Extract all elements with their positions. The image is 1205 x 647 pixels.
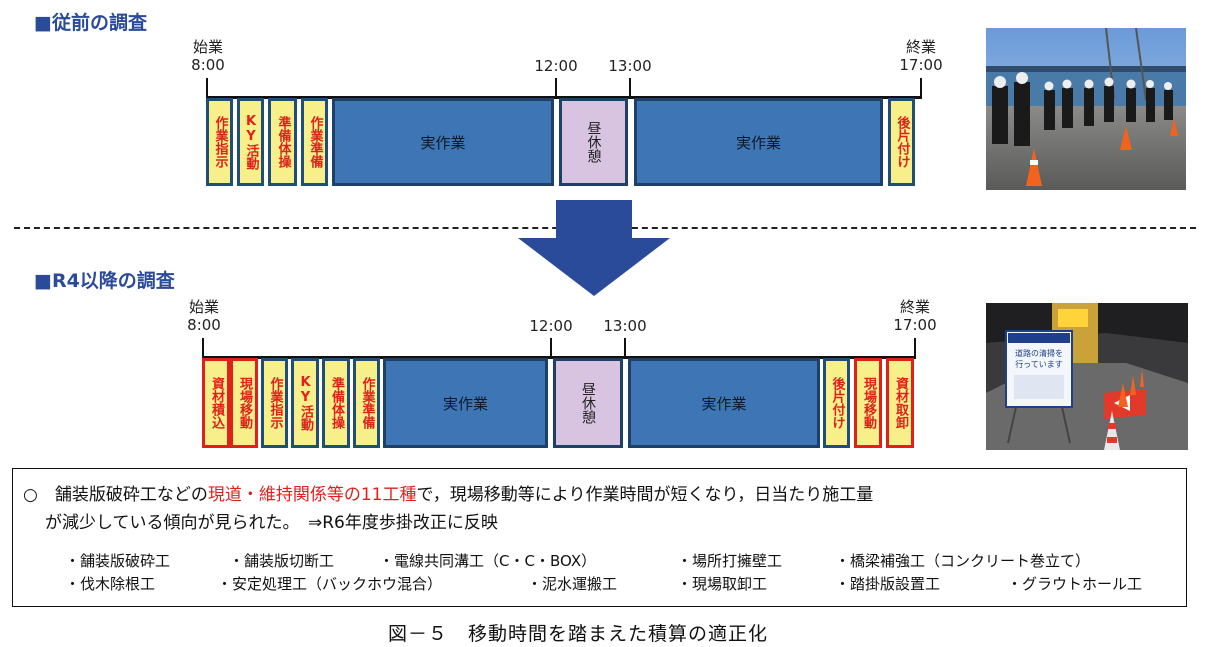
work-type-item: ・グラウトホール工 bbox=[1007, 575, 1143, 593]
s1-tick-start bbox=[206, 78, 208, 98]
s1-block-ky-label: KY活動 bbox=[243, 114, 259, 170]
s1-afternoon-label: 13:00 bbox=[608, 57, 652, 75]
s2-start-word: 始業 bbox=[188, 298, 219, 316]
sign-line2: 行っています bbox=[1015, 359, 1063, 369]
s1-tick-afternoon bbox=[629, 78, 631, 98]
s1-tick-noon bbox=[555, 78, 557, 98]
s2-block-prep-label: 作業準備 bbox=[359, 377, 375, 429]
work-type-item: ・舗装版破砕工 bbox=[65, 552, 171, 570]
s2-block-move-out: 現場移動 bbox=[854, 358, 882, 448]
photo-road-work-site: 道路の清掃を 行っています bbox=[986, 303, 1188, 450]
s2-block-move-in: 現場移動 bbox=[230, 358, 258, 448]
s2-block-cleanup: 後片付け bbox=[823, 358, 850, 448]
s2-end-label: 終業 17:00 bbox=[893, 298, 936, 334]
s2-block-lunch-label: 昼休憩 bbox=[580, 382, 596, 424]
section1-heading: ■従前の調査 bbox=[34, 12, 147, 34]
s1-block-prep: 作業準備 bbox=[301, 98, 328, 186]
s2-block-cleanup-label: 後片付け bbox=[829, 377, 845, 429]
work-type-item: ・伐木除根工 bbox=[65, 575, 156, 593]
s1-block-instruct-label: 作業指示 bbox=[212, 116, 228, 168]
s2-end-word: 終業 bbox=[899, 298, 931, 316]
work-type-item: ・安定処理工（バックホウ混合） bbox=[217, 575, 443, 593]
s1-block-prep-label: 作業準備 bbox=[307, 116, 323, 168]
s1-block-exercise: 準備体操 bbox=[268, 98, 297, 186]
summary-text-highlight: 現道・維持関係等の11工種 bbox=[207, 485, 417, 505]
work-type-item: ・場所打擁壁工 bbox=[677, 552, 783, 570]
s1-block-exercise-label: 準備体操 bbox=[275, 116, 291, 168]
s2-noon-label: 12:00 bbox=[529, 317, 573, 335]
s2-block-instruct-label: 作業指示 bbox=[267, 377, 283, 429]
s2-block-exercise-label: 準備体操 bbox=[329, 377, 344, 429]
sign-line1: 道路の清掃を bbox=[1015, 348, 1063, 358]
s2-start-label: 始業 8:00 bbox=[187, 298, 221, 334]
s2-block-ky-label: KY活動 bbox=[298, 375, 313, 431]
summary-bullet: ○ bbox=[23, 485, 38, 505]
s2-block-prep: 作業準備 bbox=[353, 358, 380, 448]
s1-block-lunch-label: 昼休憩 bbox=[585, 121, 602, 163]
s1-noon-label: 12:00 bbox=[534, 57, 578, 75]
work-type-item: ・舗装版切断工 bbox=[229, 552, 335, 570]
s2-block-move-in-label: 現場移動 bbox=[237, 377, 252, 429]
summary-line1: ○ 舗装版破砕工などの現道・維持関係等の11工種で，現場移動等により作業時間が短… bbox=[23, 482, 873, 508]
photo-morning-assembly-image bbox=[986, 28, 1186, 190]
s1-block-instruct: 作業指示 bbox=[206, 98, 233, 186]
s1-tick-end bbox=[920, 78, 922, 98]
s2-block-instruct: 作業指示 bbox=[261, 358, 288, 448]
s2-tick-start bbox=[202, 338, 204, 358]
s2-tick-end bbox=[914, 338, 916, 358]
summary-text-b: で，現場移動等により作業時間が短くなり，日当たり施工量 bbox=[416, 485, 874, 505]
summary-box: ○ 舗装版破砕工などの現道・維持関係等の11工種で，現場移動等により作業時間が短… bbox=[12, 468, 1187, 607]
s2-block-work-pm: 実作業 bbox=[628, 358, 820, 448]
s2-block-work-am: 実作業 bbox=[383, 358, 548, 448]
s2-block-unload: 資材取卸 bbox=[886, 358, 914, 448]
s2-tick-afternoon bbox=[624, 338, 626, 358]
s2-block-ky: KY活動 bbox=[291, 358, 319, 448]
work-type-item: ・泥水運搬工 bbox=[527, 575, 618, 593]
photo-road-work-site-image: 道路の清掃を 行っています bbox=[986, 303, 1188, 450]
summary-line2: が減少している傾向が見られた。 ⇒R6年度歩掛改正に反映 bbox=[45, 513, 498, 533]
s2-start-time: 8:00 bbox=[187, 316, 221, 334]
photo-morning-assembly bbox=[986, 28, 1186, 190]
s2-tick-noon bbox=[550, 338, 552, 358]
work-type-item: ・現場取卸工 bbox=[677, 575, 768, 593]
work-type-item: ・橋梁補強工（コンクリート巻立て） bbox=[835, 552, 1091, 570]
s2-block-load: 資材積込 bbox=[202, 358, 230, 448]
s1-start-label: 始業 8:00 bbox=[191, 38, 225, 74]
s2-block-exercise: 準備体操 bbox=[322, 358, 350, 448]
s1-end-label: 終業 17:00 bbox=[899, 38, 942, 74]
s1-block-work-pm: 実作業 bbox=[634, 98, 883, 186]
s2-end-time: 17:00 bbox=[893, 316, 937, 334]
s2-block-lunch: 昼休憩 bbox=[553, 358, 623, 448]
s2-block-unload-label: 資材取卸 bbox=[893, 377, 908, 429]
s1-end-time: 17:00 bbox=[899, 56, 943, 74]
s1-end-word: 終業 bbox=[905, 38, 937, 56]
s2-timeline bbox=[202, 356, 916, 359]
s1-block-lunch: 昼休憩 bbox=[559, 98, 628, 186]
s1-start-word: 始業 bbox=[192, 38, 223, 56]
s1-timeline bbox=[206, 96, 922, 99]
work-type-item: ・電線共同溝工（C・C・BOX） bbox=[379, 552, 597, 570]
s1-block-cleanup: 後片付け bbox=[888, 98, 915, 186]
summary-text-a: 舗装版破砕工などの bbox=[54, 485, 208, 505]
s2-block-move-out-label: 現場移動 bbox=[861, 377, 876, 429]
down-arrow-icon bbox=[518, 200, 670, 296]
s2-afternoon-label: 13:00 bbox=[603, 317, 647, 335]
s1-block-ky: KY活動 bbox=[237, 98, 264, 186]
down-arrow bbox=[518, 200, 670, 296]
s1-block-cleanup-label: 後片付け bbox=[894, 116, 910, 168]
s1-start-time: 8:00 bbox=[191, 56, 225, 74]
figure-caption: 図－５ 移動時間を踏まえた積算の適正化 bbox=[388, 623, 769, 645]
section2-heading: ■R4以降の調査 bbox=[34, 270, 175, 292]
s1-block-work-am: 実作業 bbox=[332, 98, 554, 186]
work-type-item: ・踏掛版設置工 bbox=[835, 575, 941, 593]
s2-block-load-label: 資材積込 bbox=[209, 377, 224, 429]
